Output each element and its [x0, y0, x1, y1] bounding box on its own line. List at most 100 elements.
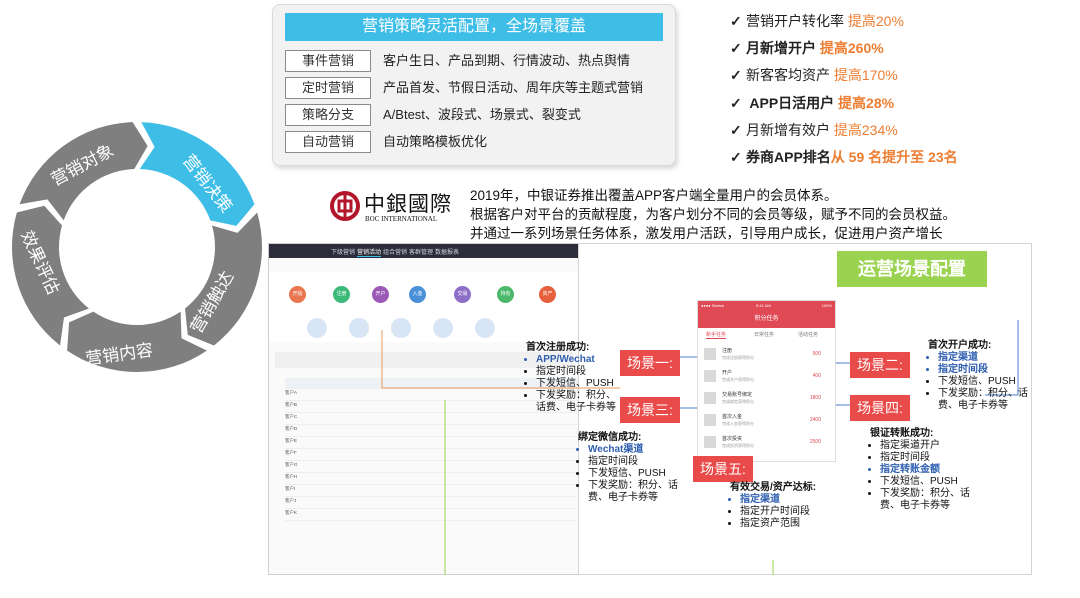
strategy-desc: 自动策略模板优化 [383, 134, 488, 149]
scene-2-label: 场景二: [850, 352, 910, 378]
strategy-tag[interactable]: 事件营销 [285, 50, 371, 72]
flow-condition[interactable] [391, 318, 411, 338]
flow-node[interactable]: 注册 [333, 286, 350, 303]
metric-item: ✓营销开户转化率 提高20% [730, 12, 904, 30]
metric-value: 提高28% [838, 95, 895, 111]
flow-node[interactable]: 开户 [372, 286, 389, 303]
scene-3-label: 场景三: [620, 397, 680, 423]
flow-condition[interactable] [475, 318, 495, 338]
scene-3-tip: 绑定微信成功: Wechat渠道 指定时间段 下发短信、PUSH 下发奖励：积分… [578, 432, 686, 504]
scene-2-tip: 首次开户成功: 指定渠道 指定时间段 下发短信、PUSH 下发奖励：积分、话费、… [928, 340, 1028, 412]
metric-value: 从 59 名提升至 23名 [830, 149, 958, 165]
flow-node[interactable]: 开始 [289, 286, 306, 303]
phone-title: 积分任务 [754, 316, 779, 322]
table-row[interactable]: 客户G [285, 462, 577, 473]
admin-nav-item[interactable]: 数据报表 [435, 250, 460, 256]
admin-screenshot: 下级营销 营销活动 组合营销 客群管理 数据报表 开始 注册 开户 入金 交易 … [268, 243, 580, 575]
table-row[interactable]: 客户E [285, 438, 577, 449]
flow-node[interactable]: 持有 [497, 286, 514, 303]
phone-task-item[interactable]: 首次投资 完成投资获得积分 2500 [704, 433, 829, 453]
admin-nav-item[interactable]: 营销活动 [357, 247, 382, 257]
strategy-desc: A/Btest、波段式、场景式、裂变式 [383, 107, 581, 122]
metric-item: ✓券商APP排名从 59 名提升至 23名 [730, 148, 958, 166]
tip-item: 下发短信、PUSH [536, 378, 618, 390]
table-row[interactable]: 客户C [285, 414, 577, 425]
strategy-tag[interactable]: 定时营销 [285, 77, 371, 99]
table-row[interactable]: 客户H [285, 474, 577, 485]
metric-value: 提高20% [847, 13, 904, 29]
intro-line: 并通过一系列场景任务体系，激发用户活跃，引导用户成长，促进用户资产增长 [470, 226, 943, 241]
task-title: 开户 [722, 370, 733, 376]
tip-channel: 指定渠道 [938, 352, 1028, 364]
tip-heading: 有效交易/资产达标: [730, 482, 817, 493]
tip-heading: 绑定微信成功: [578, 432, 642, 443]
table-row[interactable]: 客户K [285, 510, 577, 521]
filter-bar [275, 352, 573, 368]
task-points: 1800 [809, 395, 821, 401]
phone-task-item[interactable]: 注册 完成注册获得积分 500 [704, 345, 829, 365]
table-row[interactable]: 客户I [285, 486, 577, 497]
phone-status-bar: ●●●● Sketch 9:41 AM 100% [698, 301, 835, 310]
flow-node[interactable]: 入金 [409, 286, 426, 303]
admin-topbar: 下级营销 营销活动 组合营销 客群管理 数据报表 [269, 244, 579, 258]
marketing-cycle-diagram: 营销对象 营销决策 营销触达 营销内容 效果评估 [11, 122, 262, 373]
data-table: 客户A 客户B 客户C 客户D 客户E 客户F 客户G 客户H 客户I 客户J … [275, 378, 577, 598]
cycle-arc-segment [19, 122, 148, 221]
tip-item: 下发短信、PUSH [588, 468, 686, 480]
metric-item: ✓ APP日活用户 提高28% [730, 94, 894, 112]
check-icon: ✓ [730, 95, 742, 111]
task-icon [704, 392, 716, 404]
tip-heading: 首次开户成功: [928, 340, 992, 351]
table-row[interactable]: 客户B [285, 402, 577, 413]
admin-nav-item[interactable]: 下级营销 [331, 250, 356, 256]
task-title: 首次投资 [722, 436, 743, 442]
tip-heading: 银证转账成功: [870, 428, 934, 439]
metric-label: 券商APP排名 [746, 149, 831, 165]
phone-battery: 100% [821, 303, 832, 308]
flow-condition[interactable] [433, 318, 453, 338]
task-sub: 完成投资获得积分 [722, 443, 754, 448]
phone-tab[interactable]: 活动任务 [798, 332, 819, 338]
flow-condition[interactable] [307, 318, 327, 338]
cycle-arc-segment [67, 311, 207, 373]
table-row[interactable]: 客户D [285, 426, 577, 437]
flow-node[interactable]: 资产 [539, 286, 556, 303]
phone-tab[interactable]: 新手任务 [706, 332, 727, 339]
phone-task-item[interactable]: 首次入金 完成入金获得积分 2400 [704, 411, 829, 431]
metric-item: ✓月新增开户 提高260% [730, 39, 884, 57]
table-row[interactable]: 客户J [285, 498, 577, 509]
strategy-desc: 客户生日、产品到期、行情波动、热点舆情 [383, 53, 631, 68]
scene-4-label: 场景四: [850, 395, 910, 421]
boc-logo: 中銀國際 BOC INTERNATIONAL [330, 188, 458, 228]
check-icon: ✓ [730, 67, 742, 83]
phone-task-item[interactable]: 交易账号绑定 完成绑定获得积分 1800 [704, 389, 829, 409]
task-icon [704, 414, 716, 426]
phone-tab[interactable]: 日常任务 [754, 332, 775, 338]
table-row[interactable]: 客户F [285, 450, 577, 461]
task-points: 400 [812, 373, 821, 379]
phone-task-item[interactable]: 开户 完成开户获得积分 400 [704, 367, 829, 387]
flow-condition[interactable] [349, 318, 369, 338]
flow-canvas: 开始 注册 开户 入金 交易 持有 资产 [269, 272, 579, 342]
cycle-arc-segment [185, 212, 262, 346]
task-sub: 完成注册获得积分 [722, 355, 754, 360]
boc-name-cn: 中銀國際 [364, 192, 452, 216]
scene-4-tip: 银证转账成功: 指定渠道开户 指定时间段 指定转账金额 下发短信、PUSH 下发… [870, 428, 978, 512]
strategy-tag[interactable]: 自动营销 [285, 131, 371, 153]
table-row[interactable]: 客户A [285, 390, 577, 401]
metric-label: 月新增开户 [746, 40, 820, 56]
phone-mockup: ●●●● Sketch 9:41 AM 100% 积分任务 新手任务 日常任务 … [697, 300, 836, 462]
task-title: 注册 [722, 348, 733, 354]
admin-nav-item[interactable]: 客群管理 [409, 250, 434, 256]
scene-5-label: 场景五: [693, 456, 753, 482]
intro-line: 2019年，中银证券推出覆盖APP客户端全量用户的会员体系。 [470, 188, 838, 203]
scene-5-tip: 有效交易/资产达标: 指定渠道 指定开户时间段 指定资产范围 [730, 482, 840, 530]
flow-node[interactable]: 交易 [454, 286, 471, 303]
strategy-panel: 营销策略灵活配置，全场景覆盖 事件营销 客户生日、产品到期、行情波动、热点舆情 … [272, 4, 676, 166]
tip-item: 指定时间段 [880, 452, 978, 464]
admin-nav-item[interactable]: 组合营销 [383, 250, 408, 256]
tip-item: 下发奖励：积分、话费、电子卡券等 [938, 388, 1028, 412]
tip-item: 下发奖励：积分、话费、电子卡券等 [588, 480, 686, 504]
strategy-tag[interactable]: 策略分支 [285, 104, 371, 126]
task-title: 首次入金 [722, 414, 743, 420]
